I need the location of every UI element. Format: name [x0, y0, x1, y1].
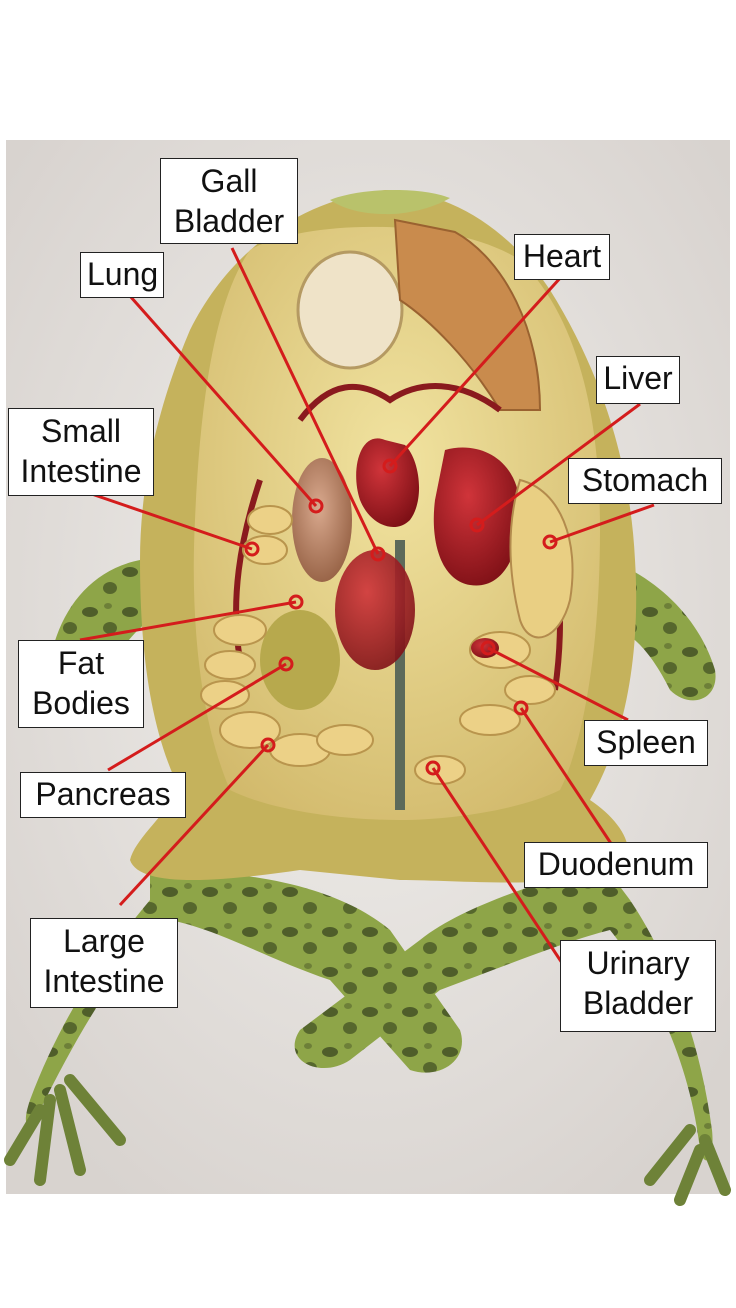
label-gall-bladder: Gall Bladder [160, 158, 298, 244]
leader-stomach [549, 503, 655, 544]
muscle-flap [393, 218, 542, 411]
marker-stomach [542, 534, 558, 550]
leader-lines [79, 247, 655, 976]
label-urinary-bladder-line1: Urinary [586, 945, 690, 981]
label-gall-bladder-line1: Gall [200, 163, 258, 199]
leader-lung [128, 295, 318, 507]
liver-organ [433, 447, 520, 586]
leader-pancreas [107, 662, 287, 772]
label-spleen-text: Spleen [596, 724, 696, 760]
frog-head [330, 189, 450, 215]
target-markers [244, 458, 558, 776]
label-heart: Heart [514, 234, 610, 280]
label-lung: Lung [80, 252, 164, 298]
marker-large-intestine [260, 737, 276, 753]
label-large-intestine-line1: Large [63, 923, 145, 959]
label-stomach-text: Stomach [581, 462, 709, 498]
label-duodenum: Duodenum [524, 842, 708, 888]
marker-lung [308, 498, 324, 514]
label-pancreas: Pancreas [20, 772, 186, 818]
label-stomach: Stomach [568, 458, 722, 504]
label-pancreas-text: Pancreas [35, 776, 171, 812]
leader-small-intestine [79, 488, 253, 551]
leader-heart [388, 274, 564, 468]
label-spleen: Spleen [584, 720, 708, 766]
right-foot [644, 1124, 731, 1206]
marker-fat-bodies [288, 594, 304, 610]
left-foot [4, 1074, 126, 1186]
leader-gall-bladder [230, 247, 380, 555]
marker-gall-bladder [370, 546, 386, 562]
marker-duodenum [513, 700, 529, 716]
label-heart-text: Heart [522, 238, 602, 274]
throat-dome [296, 250, 404, 370]
label-urinary-bladder: Urinary Bladder [560, 940, 716, 1032]
label-large-intestine-line2: Intestine [43, 963, 165, 999]
leader-fat-bodies [79, 600, 297, 642]
marker-urinary-bladder [425, 760, 441, 776]
label-lung-text: Lung [87, 256, 159, 292]
label-liver: Liver [596, 356, 680, 404]
label-large-intestine: Large Intestine [30, 918, 178, 1008]
label-small-intestine-line1: Small [40, 413, 121, 449]
marker-liver [469, 517, 485, 533]
right-hind-leg [294, 860, 713, 1161]
label-fat-bodies-line1: Fat [57, 645, 105, 681]
marker-pancreas [278, 656, 294, 672]
leader-large-intestine [118, 743, 270, 907]
heart-organ [356, 438, 420, 528]
label-small-intestine: Small Intestine [8, 408, 154, 496]
label-fat-bodies: Fat Bodies [18, 640, 144, 728]
stomach-organ [509, 478, 574, 639]
leader-duodenum [519, 707, 614, 846]
label-small-intestine-line2: Intestine [20, 453, 142, 489]
lung-organ [292, 458, 352, 582]
fat-body-mass [260, 610, 340, 710]
liver-lobe-left [335, 550, 415, 670]
marker-heart [382, 458, 398, 474]
leader-spleen [487, 646, 629, 722]
label-gall-bladder-line2: Bladder [173, 203, 285, 239]
label-liver-text: Liver [603, 360, 673, 396]
label-fat-bodies-line2: Bodies [32, 685, 130, 721]
label-urinary-bladder-line2: Bladder [582, 985, 694, 1021]
marker-small-intestine [244, 541, 260, 557]
leader-urinary-bladder [431, 767, 572, 976]
marker-spleen [480, 640, 496, 656]
label-duodenum-text: Duodenum [537, 846, 695, 882]
leader-liver [476, 402, 641, 527]
